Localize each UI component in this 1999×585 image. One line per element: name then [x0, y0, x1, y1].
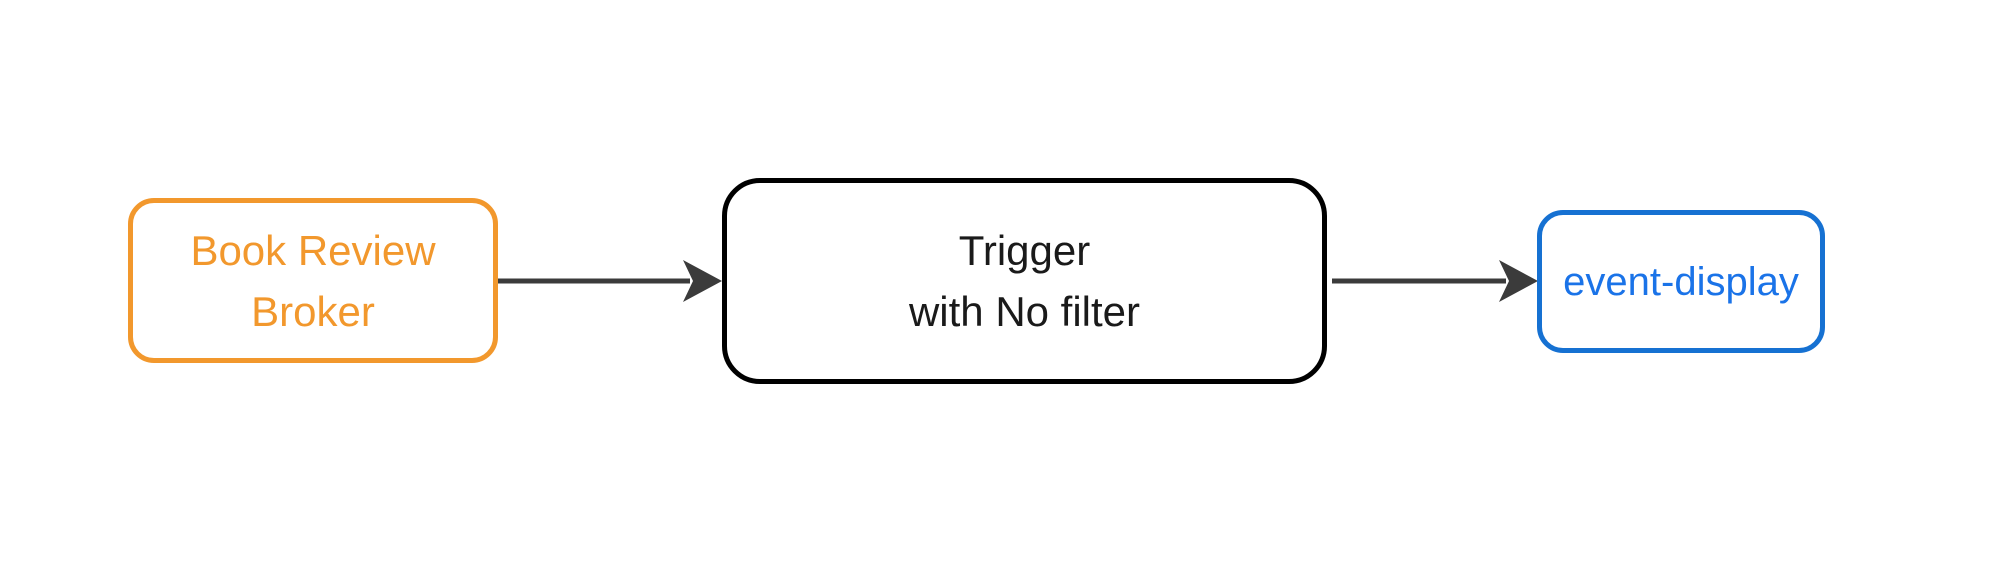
node-label-line: Broker [251, 287, 375, 335]
node-trigger-with-no-filter: Trigger with No filter [722, 178, 1327, 384]
node-book-review-broker: Book Review Broker [128, 198, 498, 363]
node-label-line: event-display [1563, 259, 1799, 304]
node-label-line: Trigger [958, 227, 1091, 274]
node-event-display: event-display [1537, 210, 1825, 353]
edge-broker-to-trigger-arrow [498, 260, 722, 302]
edge-trigger-to-event-display-arrow [1332, 260, 1538, 302]
node-label-line: with No filter [908, 288, 1141, 335]
node-label-line: Book Review [190, 226, 436, 274]
